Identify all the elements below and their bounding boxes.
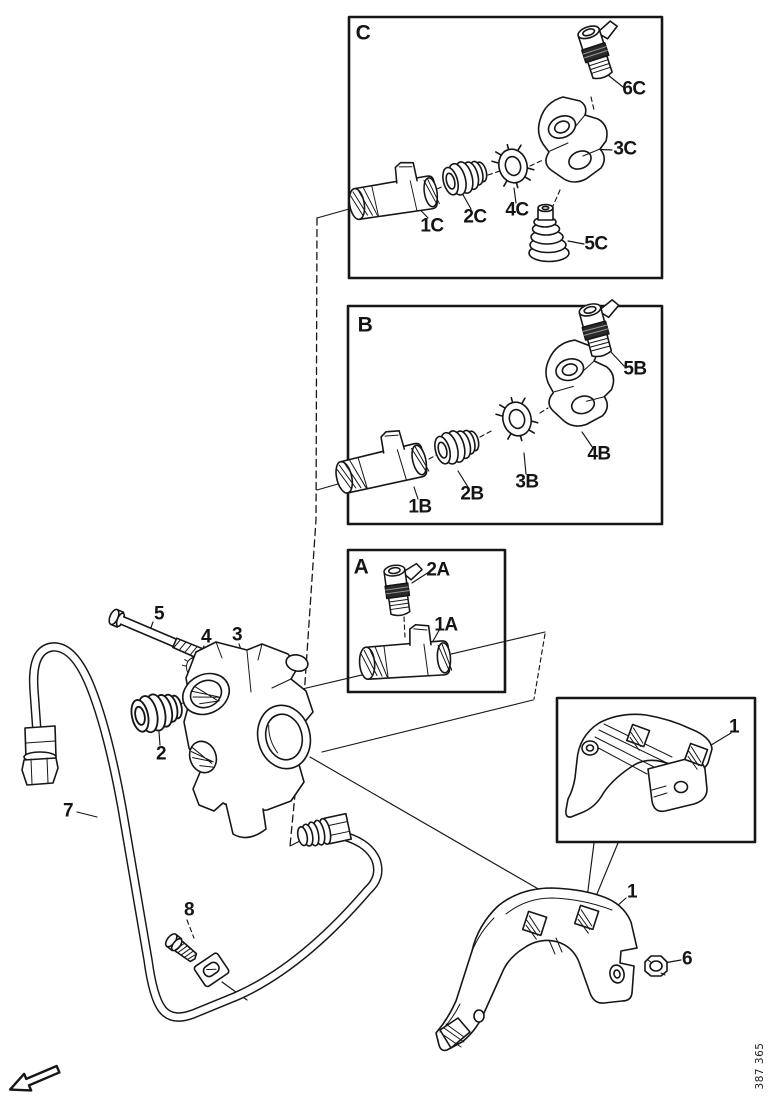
hose-banjo-fitting-drawing: [296, 812, 353, 847]
direction-arrow: [8, 1064, 61, 1092]
figure-number: 387 365: [754, 1042, 766, 1090]
part-1c-drawing: [343, 156, 441, 223]
box-a-title: A: [353, 555, 369, 579]
label-part-8: 8: [183, 899, 195, 921]
part-2a-drawing: [381, 560, 429, 618]
label-part-4b: 4B: [587, 443, 611, 465]
label-part-2b: 2B: [460, 483, 484, 505]
box-c-title: C: [355, 21, 371, 45]
part-6c-drawing: [574, 17, 632, 83]
part-1-bracket-drawing: [435, 887, 638, 1052]
label-part-3: 3: [231, 624, 243, 646]
label-part-6c: 6C: [622, 78, 646, 100]
label-part-4c: 4C: [505, 199, 529, 221]
label-part-3b: 3B: [515, 471, 539, 493]
part-1b-drawing: [328, 423, 431, 497]
label-leader-lines: [76, 74, 732, 1001]
label-part-6: 6: [681, 948, 693, 970]
label-part-2: 2: [155, 743, 167, 765]
part-3-valve-drawing: [181, 641, 314, 839]
part-6-nut-drawing: [644, 955, 668, 977]
detail-box-c-frame: [347, 15, 664, 280]
hose-end-union-drawing: [21, 725, 59, 786]
label-part-5c: 5C: [584, 233, 608, 255]
bracket-detail-drawing: [565, 713, 713, 818]
label-part-2c: 2C: [463, 206, 487, 228]
part-7-hose-drawing: [28, 642, 383, 1022]
hose-clamp-drawing: [193, 952, 230, 988]
label-part-3c: 3C: [613, 138, 637, 160]
part-8-screw-drawing: [164, 933, 198, 963]
part-3c-drawing: [537, 96, 608, 183]
label-part-2a: 2A: [426, 559, 450, 581]
detail-box-b-frame: [346, 304, 664, 526]
part-5c-drawing: [528, 203, 570, 263]
label-part-4: 4: [200, 626, 212, 648]
label-part-1c: 1C: [420, 215, 444, 237]
label-part-5b: 5B: [623, 358, 647, 380]
part-2-plug-drawing: [127, 688, 187, 737]
detail-box-a-frame: [346, 548, 507, 694]
label-part-1a: 1A: [434, 614, 458, 636]
part-2c-drawing: [438, 155, 492, 200]
box-b-title: B: [357, 313, 373, 337]
label-part-7: 7: [62, 800, 74, 822]
label-part-5: 5: [153, 603, 165, 625]
label-part-1: 1: [626, 881, 638, 903]
label-bracket-detail-1: 1: [728, 716, 740, 738]
part-3b-drawing: [492, 392, 542, 446]
bracket-detail-box-frame: [555, 696, 757, 844]
part-2b-drawing: [430, 424, 484, 469]
label-part-1b: 1B: [408, 496, 432, 518]
